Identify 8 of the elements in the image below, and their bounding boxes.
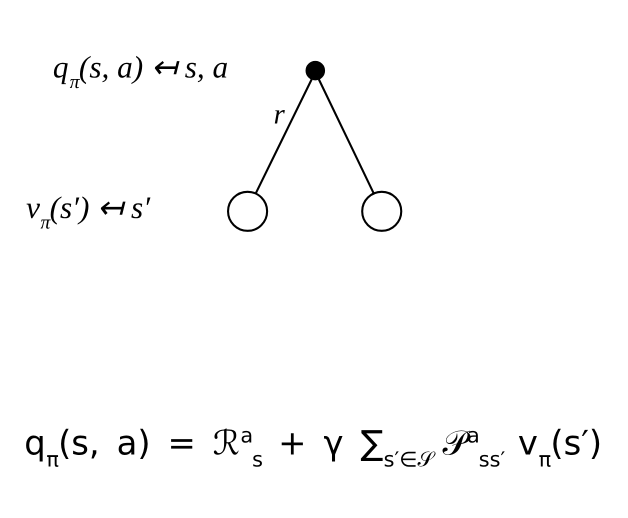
node-dot <box>306 60 326 80</box>
connector <box>254 78 313 194</box>
node-label: q$_{π}$(s, a) ↤ s, a <box>52 48 228 92</box>
node-circle <box>361 190 402 232</box>
edge-label: r <box>274 98 285 130</box>
connector <box>318 78 375 194</box>
node-label: v$_{π}$(s′) ↤ s′ <box>26 190 150 234</box>
node-circle <box>227 190 268 232</box>
